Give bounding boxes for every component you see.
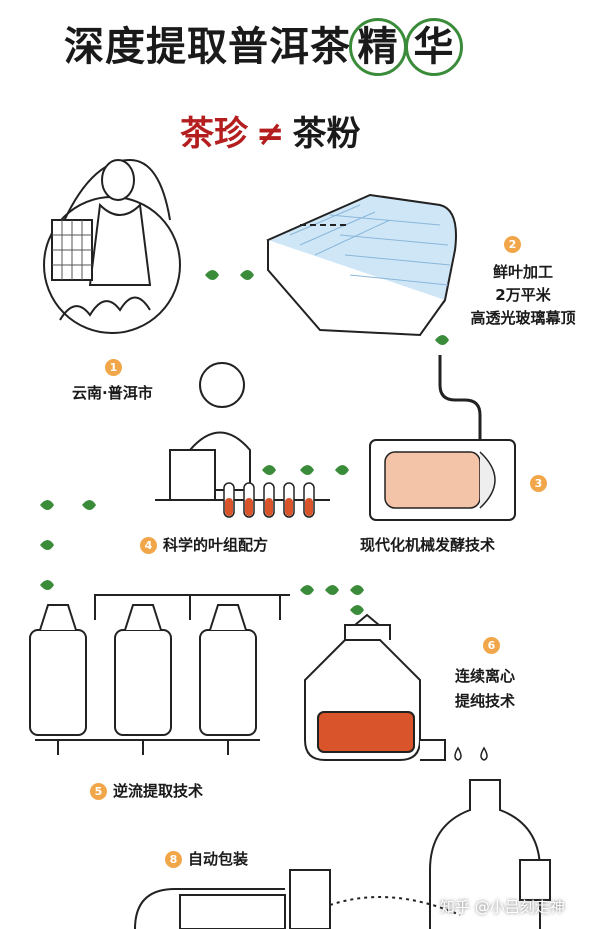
extraction-columns-illustration [29, 594, 290, 755]
step-6-badge-row: 6 [483, 636, 506, 654]
not-equal-sign: ≠ [256, 114, 285, 154]
step-2-badge: 2 [504, 236, 521, 253]
title-highlight-hua: 华 [405, 18, 463, 76]
fermentation-tank-illustration [369, 355, 516, 521]
title-main: 深度提取普洱茶 [64, 24, 351, 70]
step-2-label-2: 2万平米 [495, 286, 551, 304]
step-6-label-2: 提纯技术 [455, 692, 516, 710]
tea-picker-illustration [43, 158, 181, 334]
step-3-label: 现代化机械发酵技术 [360, 536, 496, 554]
concentrator-illustration [429, 779, 551, 929]
step-5-row: 5 逆流提取技术 [90, 780, 203, 801]
title-highlight-jing: 精 [349, 18, 407, 76]
step-8-row: 8 自动包装 [165, 848, 248, 869]
scientist-illustration [155, 362, 330, 518]
subtitle-right: 茶粉 [292, 114, 361, 154]
step-6-badge: 6 [483, 637, 500, 654]
step-3-badge: 3 [530, 475, 547, 492]
step-4-badge: 4 [140, 537, 157, 554]
step-1-badge-row: 1 [105, 358, 128, 376]
subtitle-left: 茶珍 [180, 114, 248, 154]
step-2-badge-row: 2 [504, 235, 527, 253]
step-8-badge: 8 [165, 851, 182, 868]
step-5-badge: 5 [90, 783, 107, 800]
step-1-label: 云南·普洱市 [72, 384, 153, 402]
step-6-label-1: 连续离心 [455, 667, 516, 685]
step-3-badge-row: 3 [530, 474, 553, 492]
step-5-label: 逆流提取技术 [113, 782, 204, 800]
step-2-label-3: 高透光玻璃幕顶 [470, 309, 576, 327]
page-title: 深度提取普洱茶精华 [64, 14, 463, 76]
step-4-row: 4 科学的叶组配方 [140, 534, 268, 555]
step-1-badge: 1 [105, 359, 122, 376]
centrifuge-illustration [304, 613, 446, 761]
watermark: 知乎 @小吕刻走神 [440, 898, 565, 916]
step-4-label: 科学的叶组配方 [163, 536, 269, 554]
packaging-illustration [134, 869, 461, 929]
greenhouse-illustration [266, 193, 457, 337]
step-2-label-1: 鲜叶加工 [492, 263, 553, 281]
subtitle: 茶珍≠茶粉 [180, 106, 361, 155]
step-8-label: 自动包装 [188, 850, 249, 868]
